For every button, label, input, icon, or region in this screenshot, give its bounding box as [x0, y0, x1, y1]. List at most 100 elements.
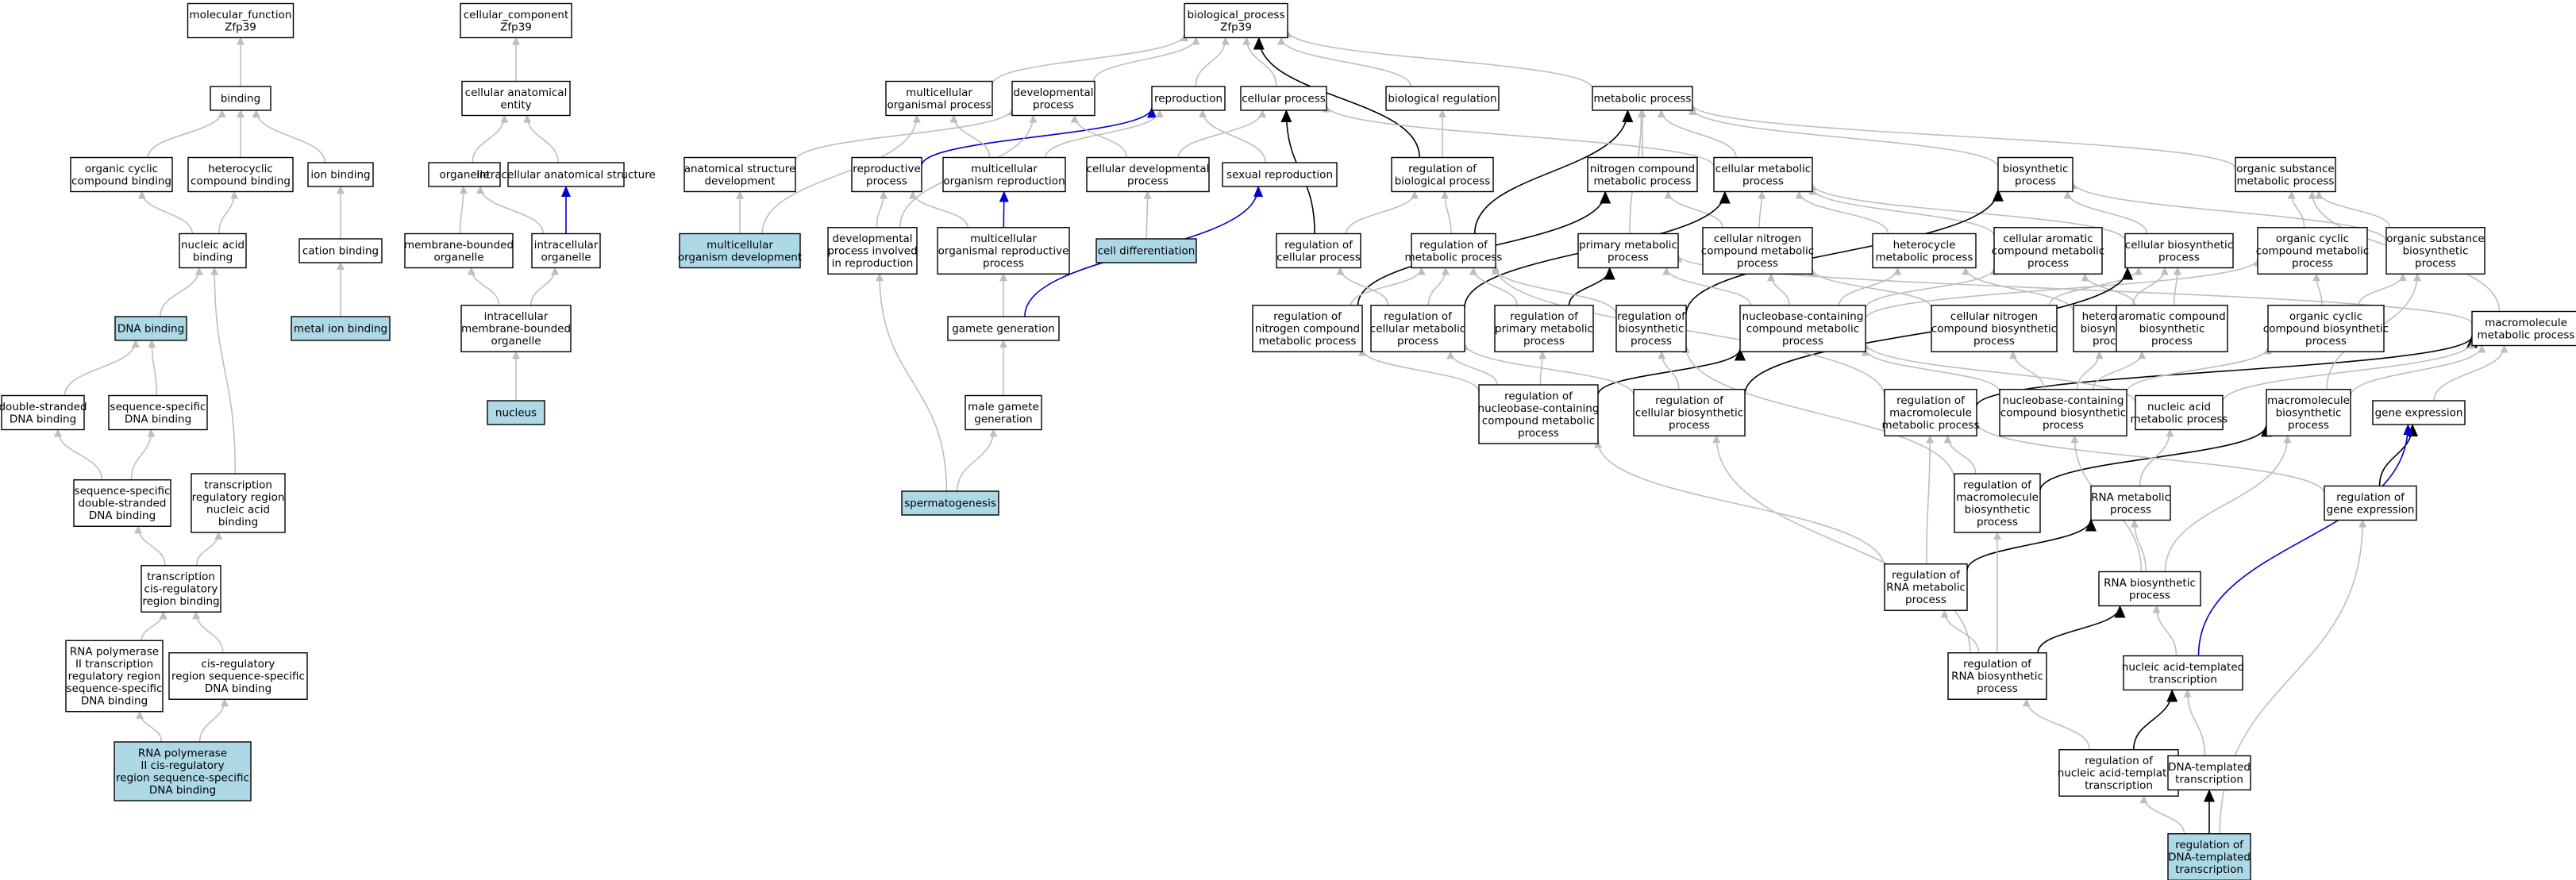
go-term-label: process: [1905, 594, 1946, 606]
is-a-edge: [1441, 190, 1452, 234]
is-a-edge: [1940, 609, 1980, 653]
go-term-label: process: [1977, 516, 2018, 528]
go-term-box: [187, 2, 295, 39]
go-term-label: cellular aromatic: [2003, 232, 2093, 245]
go-term-label: RNA biosynthetic: [1951, 671, 2043, 683]
go-term-label: biosynthetic: [2003, 163, 2069, 175]
go-term-box: [168, 652, 308, 700]
go-term-label: cellular_component: [464, 9, 568, 21]
go-term-label: process: [1033, 98, 1074, 111]
go-term-label: male gamete: [968, 401, 1039, 413]
go-term-label: metabolic process: [1876, 251, 1973, 263]
go-term-label: biological_process: [1188, 9, 1285, 21]
is-a-edge: [2130, 519, 2147, 572]
go-term-label: macromolecule: [2485, 317, 2567, 329]
go-term-node: binding: [210, 86, 271, 111]
go-term-node: spermatogenesis: [901, 490, 999, 516]
go-term-box: [291, 316, 391, 341]
is-a-edge: [2197, 424, 2413, 656]
go-term-label: RNA biosynthetic: [2104, 577, 2196, 590]
go-term-label: macromolecule: [1956, 491, 2039, 504]
is-a-edge: [252, 110, 326, 163]
go-term-box: [460, 2, 572, 39]
go-term-label: metabolic process: [2131, 413, 2228, 425]
go-term-box: [187, 156, 294, 193]
go-term-node: biological regulation: [1385, 86, 1500, 111]
go-term-node: cellular process: [1240, 86, 1327, 111]
go-term-label: RNA polymerase: [138, 747, 227, 759]
go-term-box: [1954, 473, 2041, 533]
is-a-edge: [2183, 689, 2206, 756]
is-a-edge: [147, 110, 226, 158]
go-term-label: DNA-templated: [2168, 761, 2251, 774]
go-term-box: [1478, 384, 1599, 444]
go-term-label: multicellular: [906, 86, 972, 99]
go-term-label: aromatic compound: [2118, 310, 2225, 323]
go-term-label: process: [1397, 335, 1438, 348]
is-a-edge: [1808, 267, 1932, 309]
go-term-label: process: [2129, 589, 2170, 601]
is-a-edge: [137, 190, 193, 234]
go-term-box: [1947, 652, 2047, 700]
go-term-node: regulation ofmacromoleculebiosyntheticpr…: [1954, 473, 2041, 533]
go-term-label: regulation of: [1284, 239, 1353, 252]
go-term-box: [2135, 394, 2224, 431]
go-term-box: [1011, 80, 1095, 117]
go-term-label: cell differentiation: [1098, 245, 1196, 258]
is-a-edge: [192, 611, 224, 653]
go-term-label: biosynthetic: [2276, 407, 2342, 420]
go-term-box: [2167, 755, 2251, 791]
go-term-box: [2123, 655, 2243, 691]
go-term-label: sexual reproduction: [1226, 169, 1333, 182]
go-term-label: nucleobase-containing: [1478, 402, 1600, 415]
is-a-edge: [1658, 351, 1680, 390]
is-a-edge: [195, 532, 223, 566]
go-term-box: [942, 156, 1066, 193]
is-a-edge: [1758, 190, 1766, 228]
is-a-edge: [1808, 183, 2126, 241]
go-term-label: regulatory region: [68, 671, 161, 683]
is-a-edge: [141, 611, 167, 641]
go-term-box: [73, 479, 171, 527]
is-a-edge: [2076, 351, 2104, 390]
is-a-edge: [2315, 190, 2391, 228]
go-term-label: metabolic process: [1405, 251, 1503, 263]
go-term-label: heterocycle: [1893, 239, 1956, 252]
is-a-edge: [1177, 110, 1267, 158]
is-a-edge: [1045, 110, 1164, 158]
go-term-box: [1739, 305, 1866, 352]
go-term-label: cellular nitrogen: [1950, 310, 2038, 323]
go-term-box: [851, 156, 922, 193]
go-term-label: reproduction: [1154, 93, 1223, 106]
is-a-edge: [210, 267, 237, 475]
go-term-node: nucleus: [487, 400, 545, 425]
go-term-box: [2090, 485, 2171, 521]
go-term-label: generation: [974, 413, 1032, 425]
is-a-edge: [1662, 267, 1752, 306]
go-term-label: compound metabolic: [2256, 245, 2369, 258]
is-a-edge: [1277, 37, 1411, 87]
go-term-label: process: [1973, 335, 2015, 348]
go-term-label: sequence-specific: [75, 485, 171, 498]
is-a-edge: [2009, 351, 2045, 390]
go-term-box: [2267, 305, 2385, 352]
go-term-box: [1999, 389, 2127, 436]
go-term-label: process: [1608, 251, 1649, 263]
